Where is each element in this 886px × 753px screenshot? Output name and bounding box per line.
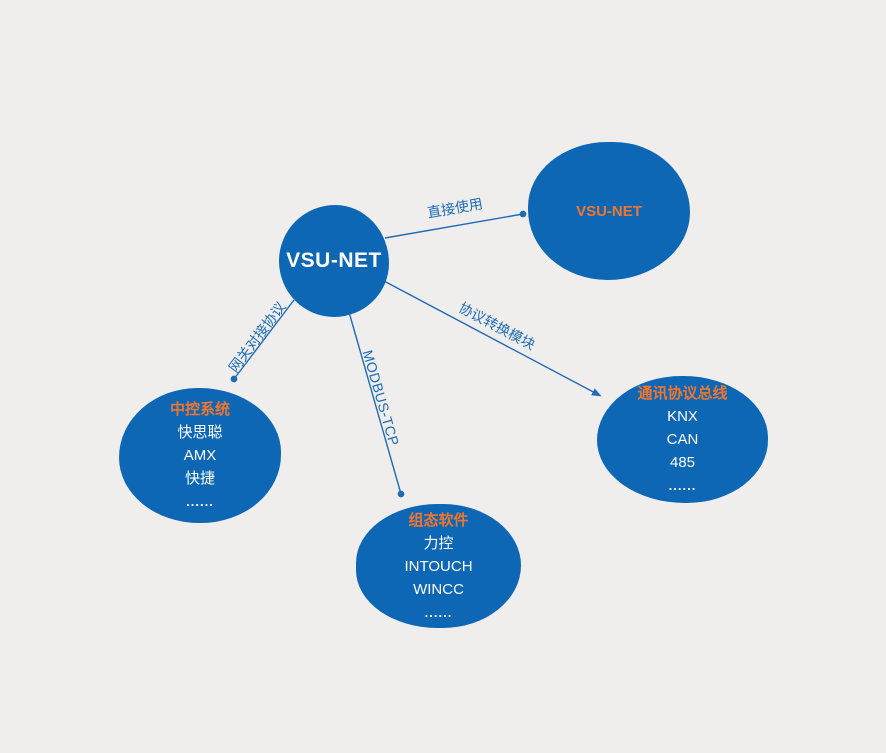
edge-label-gateway-protocol: 网关对接协议 xyxy=(225,298,289,376)
node-title: 中控系统 xyxy=(169,401,230,418)
node-item: 快捷 xyxy=(184,470,215,487)
node-central-control-system: 中控系统 快思聪 AMX 快捷 ...... xyxy=(119,388,281,523)
center-node-label: VSU-NET xyxy=(286,249,382,272)
node-item: 485 xyxy=(669,454,696,471)
node-item-ellipsis: ...... xyxy=(424,604,453,620)
node-item: 力控 xyxy=(423,534,454,552)
node-item: CAN xyxy=(666,431,699,448)
node-protocol-bus: 通讯协议总线 KNX CAN 485 ...... xyxy=(597,376,768,503)
edge-line-protocol-converter xyxy=(383,280,602,397)
node-vsu-net-center: VSU-NET xyxy=(279,205,389,317)
edge-label-direct-use: 直接使用 xyxy=(426,195,484,221)
node-scada-software: 组态软件 力控 INTOUCH WINCC ...... xyxy=(356,504,521,628)
node-item: KNX xyxy=(667,408,698,425)
edge-label-protocol-converter: 协议转换模块 xyxy=(456,299,538,353)
node-item: INTOUCH xyxy=(404,557,473,575)
node-item: WINCC xyxy=(413,580,464,598)
node-vsu-net-cloud: VSU-NET xyxy=(528,142,690,280)
node-item: AMX xyxy=(183,447,217,464)
node-item-ellipsis: ...... xyxy=(668,478,697,493)
node-item: 快思聪 xyxy=(177,424,223,441)
node-title: 通讯协议总线 xyxy=(637,385,728,402)
edge-label-modbus-tcp: MODBUS-TCP xyxy=(359,348,403,448)
node-item-ellipsis: ...... xyxy=(186,494,214,509)
node-title: 组态软件 xyxy=(408,511,469,529)
node-title: VSU-NET xyxy=(576,202,642,220)
